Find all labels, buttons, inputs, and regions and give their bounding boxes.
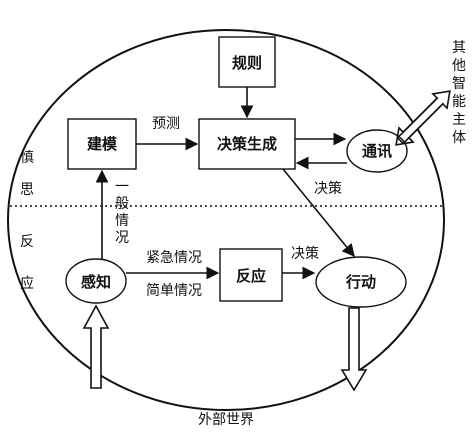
other-agents-char-4: 能 [452,94,466,110]
predict-label: 预测 [152,116,180,132]
communication-ellipse [346,129,408,173]
comm-external-double-arrow [395,90,451,146]
general-case-char-3: 情 [115,213,129,229]
general-case-char-2: 般 [115,196,129,212]
perception-ellipse [65,258,127,304]
decision-label-upper: 决策 [314,180,342,197]
reaction-label: 反应 [236,267,266,285]
external-input-arrow [82,304,110,389]
action-output-arrow [340,307,368,392]
other-agents-char-6: 体 [452,130,466,146]
rules-label: 规则 [232,54,262,72]
decision-generation-box [198,118,296,170]
arrow-decision-to-action [282,168,355,257]
other-agents-char-3: 智 [452,76,466,92]
action-label: 行动 [345,273,376,291]
communication-label: 通讯 [362,142,392,160]
rules-box [218,36,276,88]
other-agents-char-5: 主 [452,112,466,128]
reaction-box [219,248,283,302]
decision-generation-label: 决策生成 [217,135,277,153]
simple-case-label: 简单情况 [146,282,202,299]
other-agents-char-1: 其 [452,40,466,56]
region-deliberate-char-2: 思 [20,182,34,198]
general-case-char-4: 况 [115,230,129,246]
other-agents-char-2: 他 [452,58,466,74]
region-reactive-char-2: 应 [20,275,34,292]
perception-label: 感知 [81,273,111,291]
agent-boundary-ellipse [7,29,445,411]
outside-world-label: 外部世界 [198,412,254,428]
action-ellipse [315,256,407,308]
general-case-char-1: 一 [115,179,129,195]
decision-label-lower: 决策 [291,245,319,262]
region-deliberate-char-1: 慎 [20,150,34,166]
region-reactive-char-1: 反 [20,234,34,250]
modeling-label: 建模 [87,135,118,153]
emergency-label: 紧急情况 [146,250,202,266]
